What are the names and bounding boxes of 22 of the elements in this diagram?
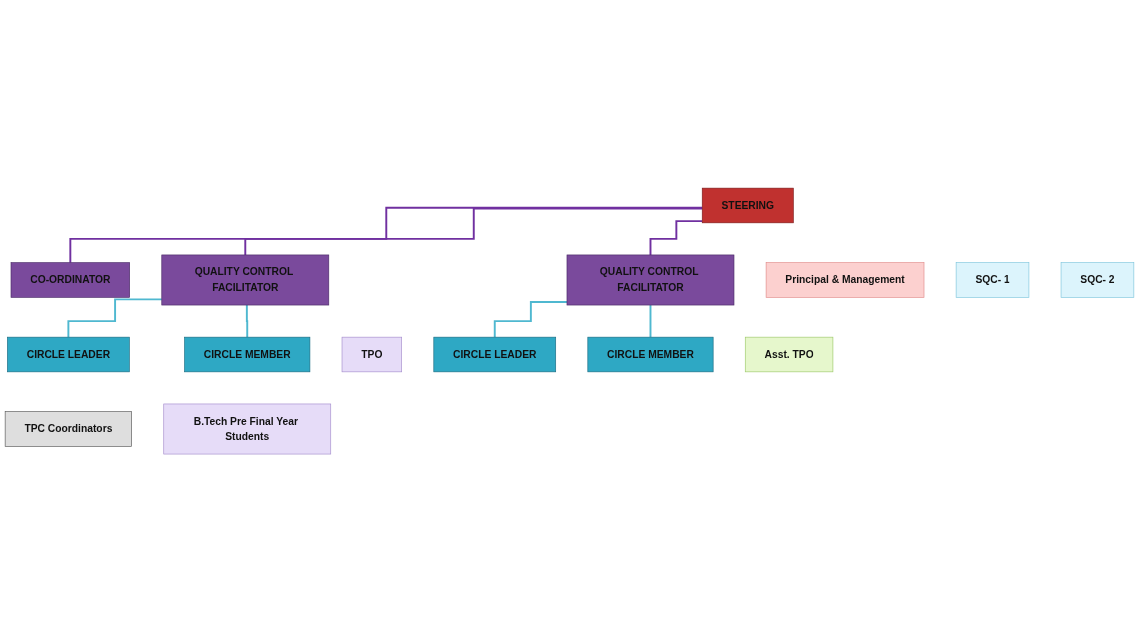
connector	[67, 298, 163, 339]
connector	[493, 301, 568, 339]
connector	[69, 207, 704, 264]
node-box: QUALITY CONTROL FACILITATOR	[566, 255, 735, 306]
connector	[649, 220, 704, 257]
connector	[244, 207, 704, 257]
node-box: CIRCLE LEADER	[433, 337, 557, 373]
node-box: Principal & Management	[765, 262, 925, 299]
node-box: CIRCLE MEMBER	[184, 337, 311, 373]
node-box: CO-ORDINATOR	[10, 262, 130, 299]
node-box: Asst. TPO	[744, 337, 834, 373]
node-box: TPO	[341, 337, 402, 373]
node-box: SQC- 2	[1060, 262, 1135, 299]
node-box: QUALITY CONTROL FACILITATOR	[161, 255, 330, 306]
node-box: CIRCLE LEADER	[7, 337, 130, 373]
connector	[245, 304, 249, 339]
node-box: CIRCLE MEMBER	[587, 337, 714, 373]
connector	[649, 304, 652, 339]
node-box: TPC Coordinators	[4, 411, 132, 448]
node-box: SQC- 1	[955, 262, 1030, 299]
node-box: B.Tech Pre Final Year Students	[163, 404, 332, 455]
node-box: STEERING	[701, 188, 794, 224]
